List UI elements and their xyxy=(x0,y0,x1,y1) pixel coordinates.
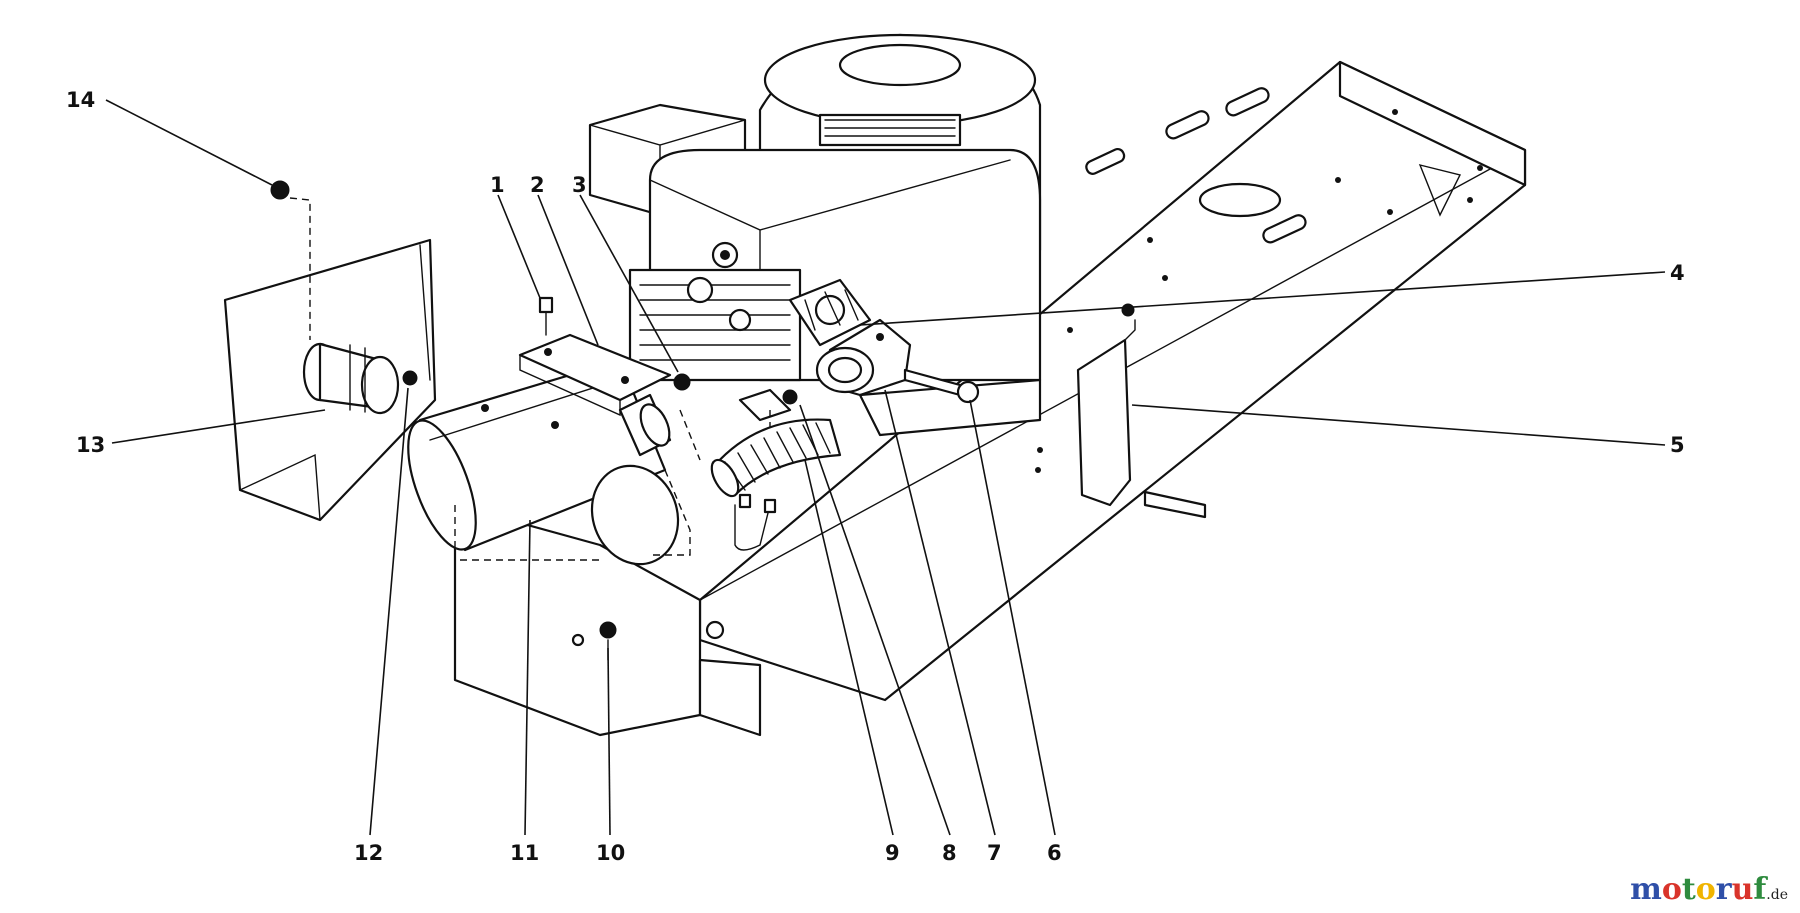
stud-right xyxy=(1143,490,1207,519)
u-bolt xyxy=(734,493,777,551)
leader-lines xyxy=(105,99,1666,836)
muffler-bracket xyxy=(518,333,672,417)
nut-item-3 xyxy=(673,373,691,391)
exhaust-flange xyxy=(815,318,912,397)
clamp-item-8 xyxy=(738,388,798,445)
watermark-letter: r xyxy=(1715,872,1732,907)
nut-item-12 xyxy=(402,370,418,386)
motoruf-watermark-logo: motoruf.de xyxy=(1630,872,1788,907)
callout-6: 6 xyxy=(1047,841,1062,865)
watermark-tld: .de xyxy=(1766,887,1788,903)
leader-6 xyxy=(969,399,1056,836)
leader-5 xyxy=(1131,404,1666,446)
bolt-item-14 xyxy=(270,180,311,340)
callout-4: 4 xyxy=(1670,261,1685,285)
assembly-paths xyxy=(454,409,701,561)
leader-14 xyxy=(105,99,273,186)
callout-10: 10 xyxy=(596,841,625,865)
callout-11: 11 xyxy=(510,841,539,865)
engine xyxy=(588,33,1042,437)
callout-9: 9 xyxy=(885,841,900,865)
callout-1: 1 xyxy=(490,173,505,197)
callout-12: 12 xyxy=(354,841,383,865)
bolt-item-6 xyxy=(903,368,980,404)
leader-11 xyxy=(524,519,531,836)
leader-1 xyxy=(497,194,541,299)
lower-frame-plate xyxy=(453,503,762,737)
leader-13 xyxy=(111,409,326,444)
shield-item-5 xyxy=(1076,303,1136,507)
watermark-letter: u xyxy=(1731,872,1754,907)
callout-7: 7 xyxy=(987,841,1002,865)
tailpipe-clamp-item-13 xyxy=(302,342,400,415)
callout-14: 14 xyxy=(66,88,95,112)
callouts: 14 1 2 3 4 5 6 7 8 9 10 11 12 13 xyxy=(66,88,1685,865)
watermark-letter: t xyxy=(1681,872,1696,907)
callout-3: 3 xyxy=(572,173,587,197)
screw-item-1 xyxy=(538,296,554,336)
leader-4 xyxy=(859,271,1666,326)
leader-8 xyxy=(799,404,951,836)
watermark-letter: m xyxy=(1630,872,1662,907)
watermark-letter: o xyxy=(1695,872,1716,907)
leader-10 xyxy=(607,647,611,836)
leader-7 xyxy=(884,389,996,836)
callout-13: 13 xyxy=(76,433,105,457)
callout-8: 8 xyxy=(942,841,957,865)
callout-2: 2 xyxy=(530,173,545,197)
leader-12 xyxy=(369,387,409,836)
callout-5: 5 xyxy=(1670,433,1685,457)
watermark-letter: f xyxy=(1753,872,1767,907)
flex-pipe-item-9 xyxy=(710,418,842,498)
leader-3 xyxy=(579,194,679,373)
watermark-letter: o xyxy=(1661,872,1682,907)
cylinder-fins xyxy=(628,268,802,382)
leader-2 xyxy=(537,194,599,346)
leader-9 xyxy=(804,459,894,836)
